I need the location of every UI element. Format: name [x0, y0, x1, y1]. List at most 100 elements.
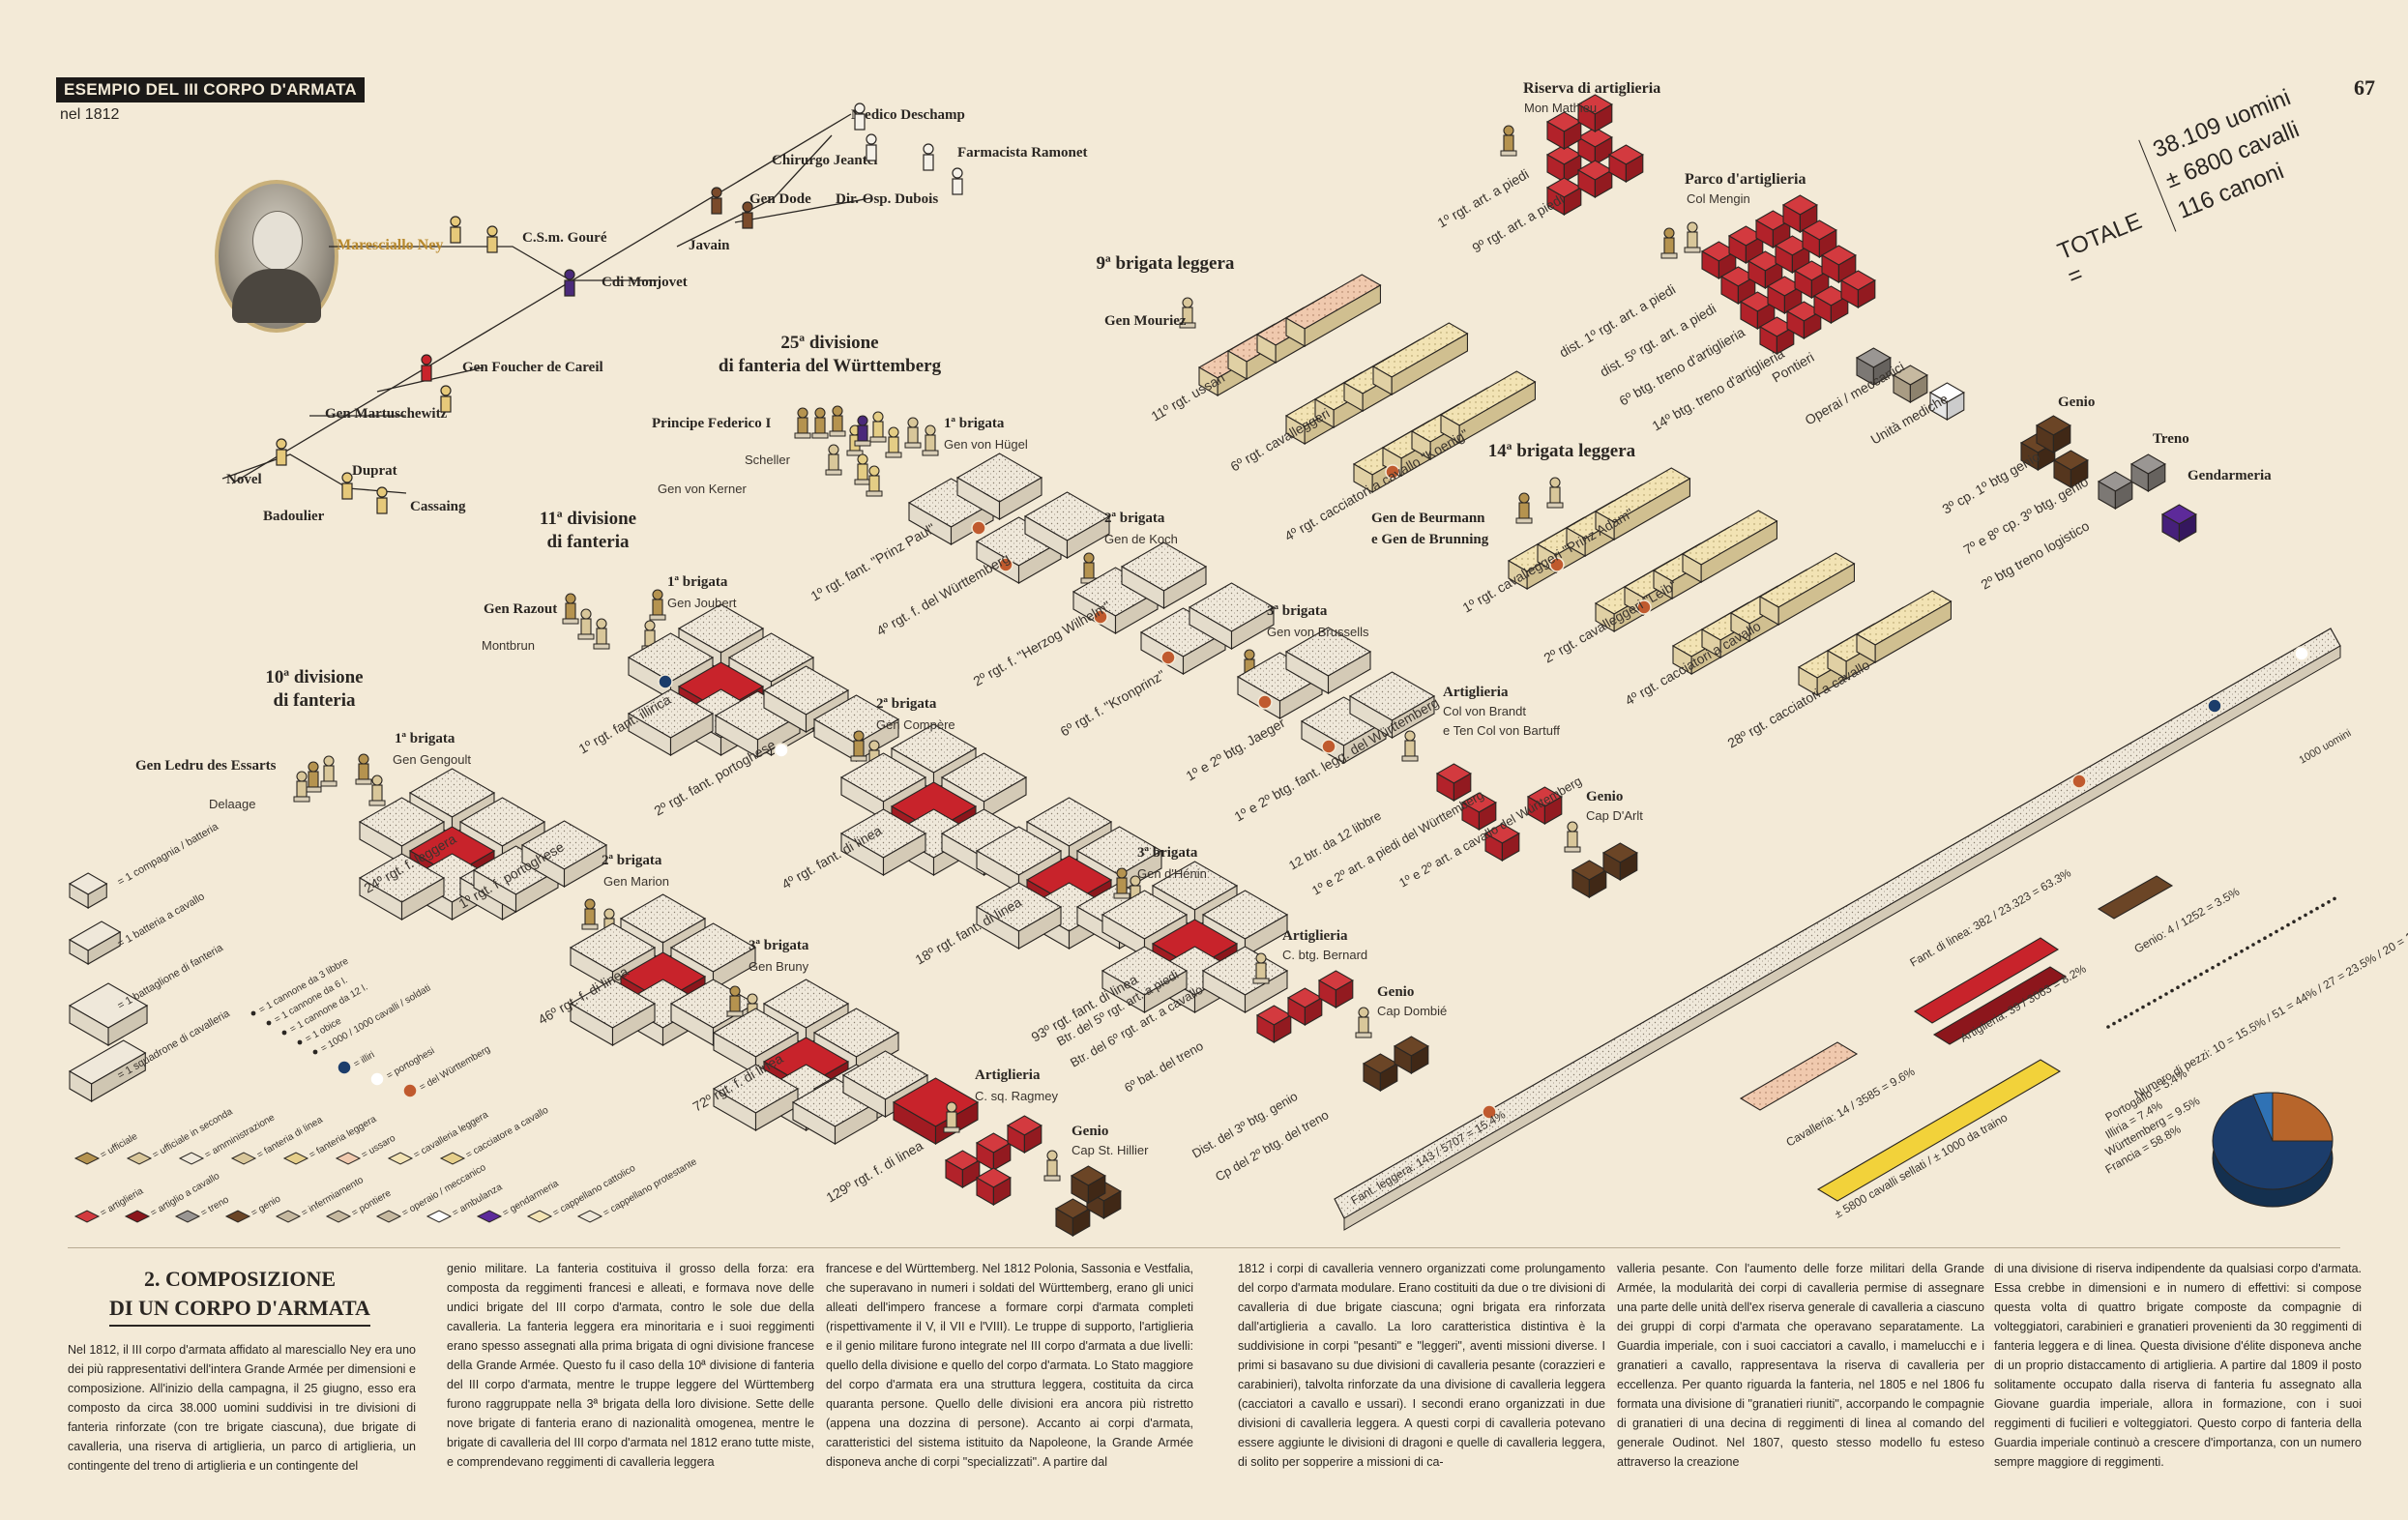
legend-rank-swatch [387, 1152, 414, 1165]
battalion-block [1101, 946, 1189, 1013]
block-right [1342, 720, 1387, 764]
gun-count-dot [2275, 929, 2278, 934]
figure-base [1500, 150, 1517, 157]
figure-head [857, 415, 868, 426]
park-cube [1700, 241, 1737, 279]
div25-art-cube [1483, 823, 1520, 862]
battalion-2-port [812, 694, 900, 762]
gun-count-dot [2263, 936, 2267, 940]
officer-figure [1515, 492, 1533, 524]
cmd-federico: Principe Federico I [652, 416, 771, 431]
unit-label: 4º rgt. cacciatori a cavallo [1623, 618, 1764, 709]
bar-horses [1816, 1059, 2062, 1202]
figure-body [832, 415, 843, 432]
officer-figure [1043, 1150, 1061, 1182]
div10-title-a: 10ª divisione [265, 667, 363, 687]
nation-dot [1257, 694, 1273, 710]
block-right [1304, 284, 1381, 347]
div10-art-cube [975, 1167, 1012, 1206]
block-right [400, 877, 445, 921]
section-title-1: 2. COMPOSIZIONE [143, 1267, 337, 1291]
block-right [1543, 796, 1563, 825]
figure-base [1179, 322, 1196, 329]
block-right [1017, 906, 1062, 950]
bar-artiglieria [1932, 966, 2068, 1045]
cav-6-cavalleggeri [1284, 322, 1469, 445]
div25-title-a: 25ª divisione [780, 333, 878, 353]
gun-count-dot [2170, 988, 2174, 993]
brig1-25: 1ª brigata [944, 416, 1005, 431]
block-right [563, 844, 607, 888]
block-right [1613, 478, 1690, 541]
figure-base [904, 442, 922, 449]
nation-dot [402, 1083, 418, 1098]
gun-count-dot [2228, 955, 2232, 960]
block-right [2114, 481, 2133, 510]
legend-arm-label: = cappellano protestante [602, 1156, 699, 1219]
staff-figure-icons [276, 102, 963, 514]
park-cube [1812, 285, 1849, 324]
block-right [1391, 333, 1468, 395]
park-cmd: Col Mengin [1687, 191, 1750, 206]
figure-body [1663, 237, 1675, 254]
figure-body [1518, 502, 1530, 519]
page-number: 67 [2354, 75, 2375, 100]
sup-art-25-cmd2: e Ten Col von Bartuff [1443, 723, 1560, 738]
battalion-prinz-paul [955, 453, 1043, 520]
legend-gun-dot [250, 1010, 256, 1016]
figure-base [869, 436, 887, 443]
block-right [611, 1003, 656, 1046]
block-right [1563, 121, 1582, 150]
figure-base [1113, 892, 1131, 899]
cmd-mouriez: Gen Mouriez [1104, 313, 1187, 329]
block-right [2147, 463, 2166, 492]
battalion-jaeger [1284, 627, 1372, 694]
figure-base [850, 755, 867, 762]
support-unit-label: 6º bat. del treno [1122, 1038, 1206, 1096]
div25-title-b: di fanteria del Württemberg [719, 356, 942, 376]
figure-body [565, 602, 576, 620]
figure-base [562, 618, 579, 625]
nation-dot [2294, 646, 2309, 661]
header-subtitle: nel 1812 [60, 106, 120, 123]
cmd-brussells: Gen von Brussells [1267, 625, 1369, 639]
unit-blocks [293, 94, 2197, 1237]
div10-art-cube [975, 1132, 1012, 1171]
figure-head [946, 1101, 957, 1113]
block-right [1563, 187, 1582, 216]
officer-figure [1113, 867, 1131, 899]
legend-gun-dot [266, 1020, 272, 1026]
sup-art-10: Artiglieria [975, 1067, 1041, 1083]
support-labels: Artiglieria C. sq. Ragmey Genio Cap St. … [975, 395, 2272, 1157]
officer-figure [293, 771, 310, 803]
block-right [1594, 103, 1613, 132]
gun-count-dot [2269, 933, 2273, 937]
sup-gen-11-cmd: Cap Dombié [1377, 1004, 1447, 1018]
block-right [2052, 424, 2071, 453]
battalion-block [975, 882, 1063, 950]
nation-dot [1385, 464, 1400, 480]
block-right [1872, 357, 1892, 386]
pie-wurttemberg [2272, 1092, 2334, 1142]
figure-head [1244, 649, 1255, 660]
block-right [2178, 513, 2197, 542]
unit-label: Operai / meccanici [1803, 359, 1907, 428]
figure-head [828, 444, 839, 455]
total-men-bar-side [1343, 645, 2341, 1231]
battalion-block [1201, 890, 1289, 957]
div25-art-cube [1526, 786, 1563, 825]
officer-figure [854, 453, 871, 485]
figure-base [1684, 247, 1701, 253]
figure-body [872, 421, 884, 438]
squadron-block [1681, 510, 1778, 583]
battalion-block [712, 1064, 800, 1131]
army-diagram: Maresciallo Ney Medico Deschamp Chirurgo… [68, 80, 2408, 1237]
block-right [1830, 295, 1849, 324]
gun-count-dot [2315, 906, 2319, 911]
park-cube [1739, 291, 1776, 330]
unit-label: 11º rgt. ussari [1149, 369, 1228, 424]
gun-count-dot [2217, 962, 2220, 967]
legend-arm-swatch [174, 1210, 201, 1223]
officer-figure [904, 417, 922, 449]
gun-count-dot [2286, 922, 2290, 927]
